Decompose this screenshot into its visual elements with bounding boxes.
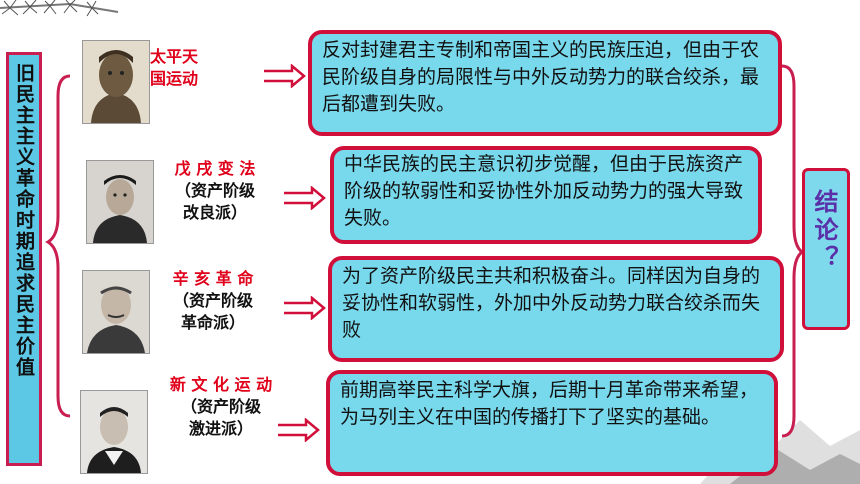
summary-box-taiping: 反对封建君主专制和帝国主义的民族压迫，但由于农民阶级自身的局限性与中外反动势力的… xyxy=(308,30,782,136)
arrow-right-icon xyxy=(284,186,326,210)
summary-box-new-culture: 前期高举民主科学大旗，后期十月革命带来希望，为马列主义在中国的传播打下了坚实的基… xyxy=(326,370,778,476)
label-new-culture: 新 文 化 运 动 （资产阶级 激进派） xyxy=(146,374,296,440)
label-wuxu-line1: 戊 戌 变 法 xyxy=(174,159,256,178)
summary-box-wuxu: 中华民族的民主意识初步觉醒，但由于民族资产阶级的软弱性和妥协性外加反动势力的强大… xyxy=(330,146,762,244)
portrait-kang-youwei xyxy=(86,160,154,244)
right-brace xyxy=(781,64,804,438)
label-xinhai-line1: 辛 亥 革 命 xyxy=(172,269,254,288)
summary-box-xinhai: 为了资产阶级民主共和积极奋斗。同样因为自身的妥协性和软弱性，外加中外反动势力联合… xyxy=(328,256,784,362)
label-xinhai-line3: 革命派） xyxy=(180,313,245,332)
arrow-right-icon xyxy=(284,296,326,320)
label-wuxu-line3: 改良派） xyxy=(182,203,247,222)
label-taiping: 太平天 国运动 xyxy=(150,46,230,90)
label-taiping-line1: 太平天 xyxy=(150,47,199,66)
left-brace xyxy=(45,74,71,418)
conclusion-box: 结论？ xyxy=(802,168,850,330)
label-new-culture-line3: 激进派） xyxy=(188,419,253,438)
label-wuxu: 戊 戌 变 法 （资产阶级 改良派） xyxy=(150,158,280,224)
arrow-right-icon xyxy=(264,64,306,88)
portrait-chen-duxiu xyxy=(80,390,148,474)
label-wuxu-line2: （资产阶级 xyxy=(174,181,255,200)
side-title-text: 旧民主主义革命时期追求民主价值 xyxy=(13,63,35,378)
portrait-sun-yat-sen xyxy=(82,270,150,354)
side-title-panel: 旧民主主义革命时期追求民主价值 xyxy=(6,52,42,466)
pine-branch-decoration xyxy=(0,0,119,17)
arrow-right-icon xyxy=(278,418,320,442)
conclusion-text: 结论？ xyxy=(810,189,838,273)
label-new-culture-line1: 新 文 化 运 动 xyxy=(169,375,273,394)
label-xinhai: 辛 亥 革 命 （资产阶级 革命派） xyxy=(148,268,278,334)
label-new-culture-line2: （资产阶级 xyxy=(180,397,261,416)
label-taiping-line2: 国运动 xyxy=(150,69,199,88)
portrait-hong-xiuquan xyxy=(82,40,150,124)
label-xinhai-line2: （资产阶级 xyxy=(172,291,253,310)
